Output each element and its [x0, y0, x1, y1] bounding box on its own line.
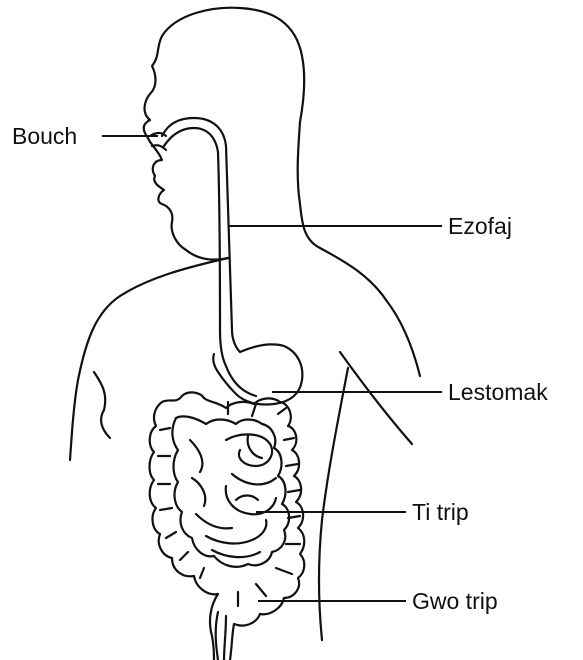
labels: Bouch Ezofaj Lestomak Ti trip Gwo trip — [12, 123, 548, 614]
small-intestine-coil-2 — [226, 474, 276, 514]
stomach-outline — [213, 344, 302, 404]
right-arm-inner-outline — [340, 352, 412, 444]
esophagus-inner-wall — [164, 128, 226, 366]
stomach-lower-curve — [226, 366, 256, 396]
large-intestine-label: Gwo trip — [412, 588, 498, 614]
small-intestine-coil-5 — [236, 436, 262, 500]
stomach-label: Lestomak — [448, 379, 548, 405]
small-intestine-coil-1 — [226, 434, 272, 466]
colon-haustra — [158, 402, 300, 606]
stomach — [213, 344, 302, 404]
rectum-outline — [216, 612, 226, 660]
esophagus — [150, 118, 240, 366]
head-profile-outline — [144, 8, 420, 376]
right-torso-outline — [319, 368, 348, 640]
left-shoulder-outline — [70, 258, 228, 460]
small-intestine — [190, 434, 276, 557]
rectum — [216, 612, 226, 660]
body-outline — [70, 8, 420, 640]
mouth-label: Bouch — [12, 123, 77, 149]
colon-outer-outline-right — [204, 398, 304, 660]
leader-lines — [102, 136, 442, 601]
left-torso-outline — [94, 372, 110, 438]
colon-outer-outline — [150, 392, 219, 660]
esophagus-label: Ezofaj — [448, 213, 512, 239]
small-intestine-coil-3 — [190, 440, 232, 528]
small-intestine-label: Ti trip — [412, 499, 469, 525]
